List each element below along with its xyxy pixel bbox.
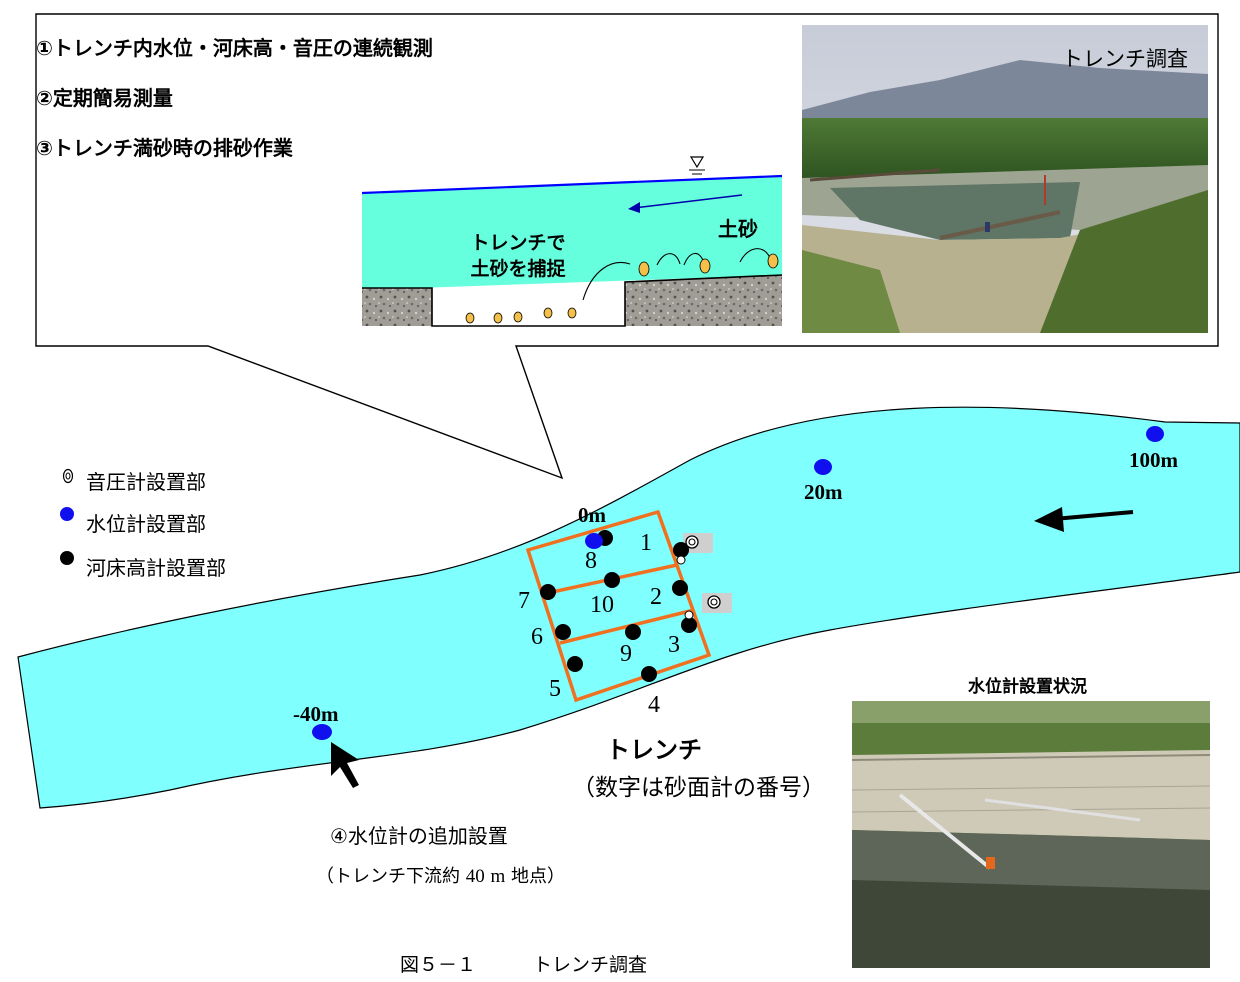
gauge-number-7: 7 [518, 588, 530, 614]
distance-label-100m: 100m [1129, 448, 1178, 472]
gauge-number-9: 9 [620, 641, 632, 667]
legend-acoustic: 音圧計設置部 [86, 470, 206, 494]
bed-gauge-5 [567, 656, 583, 672]
bed-gauges [540, 530, 697, 682]
gauge-photo-label: 水位計設置状況 [968, 677, 1087, 697]
water-gauge-20m [814, 459, 832, 475]
flow-direction-arrow [1034, 507, 1134, 532]
trench-photo-label: トレンチ調査 [1062, 47, 1188, 71]
schematic-trap-label-line1: トレンチで [470, 232, 566, 254]
bed-gauge-2 [672, 580, 688, 596]
schematic-sediment-label: 土砂 [718, 217, 758, 241]
distance-label-0m: 0m [578, 503, 606, 527]
bed-gauge-1 [673, 542, 689, 558]
gauge-photo [851, 701, 1211, 968]
gauge-number-8: 8 [585, 548, 597, 574]
figure-caption: 図５－１ トレンチ調査 [400, 954, 648, 976]
bed-gauge-3 [681, 617, 697, 633]
acoustic-sensor-icon [683, 533, 732, 613]
legend-symbols [60, 468, 74, 565]
pointer-arrow-icon [331, 742, 359, 788]
schematic-trap-label-line2: 土砂を捕捉 [470, 257, 566, 280]
bed-gauge-10 [604, 572, 620, 588]
gauge-number-10: 10 [590, 592, 614, 618]
bed-gauge-6 [555, 624, 571, 640]
gauge-number-5: 5 [549, 676, 561, 702]
bed-gauge-9 [625, 624, 641, 640]
trench-schematic [361, 156, 783, 327]
gauge-number-4: 4 [648, 692, 660, 718]
addition-note-unit: m [490, 866, 506, 887]
distance-label-minus40m: -40m [293, 702, 339, 726]
legend-water-level: 水位計設置部 [86, 512, 206, 536]
callout-item-1: ①トレンチ内水位・河床高・音圧の連続観測 [36, 36, 433, 60]
trench-title: トレンチ [606, 736, 702, 764]
water-gauge-100m [1146, 426, 1164, 442]
bed-gauge-7 [540, 584, 556, 600]
callout-item-3: ③トレンチ満砂時の排砂作業 [36, 136, 293, 160]
bed-gauge-4 [641, 666, 657, 682]
addition-note-pre: （トレンチ下流約 [316, 866, 460, 887]
gauge-number-1: 1 [640, 530, 652, 556]
addition-note-post: 地点） [510, 866, 565, 887]
addition-title: ④水位計の追加設置 [330, 824, 508, 848]
water-gauge-minus40m [312, 724, 332, 740]
gauge-number-3: 3 [668, 632, 680, 658]
gauge-number-6: 6 [531, 624, 543, 650]
legend-bed-level: 河床高計設置部 [86, 556, 226, 580]
distance-label-20m: 20m [804, 480, 843, 504]
schematic-trap-label: トレンチで 土砂を捕捉 [448, 231, 588, 282]
gauge-number-2: 2 [650, 584, 662, 610]
trench-photo [802, 25, 1208, 333]
trench-subtitle: （数字は砂面計の番号） [572, 775, 825, 801]
water-level-gauges [312, 426, 1164, 740]
callout-item-2: ②定期簡易測量 [36, 86, 173, 110]
addition-note: （トレンチ下流約 40 m 地点） [316, 862, 565, 888]
addition-note-number: 40 [465, 866, 485, 887]
water-gauge-0m [585, 533, 603, 549]
